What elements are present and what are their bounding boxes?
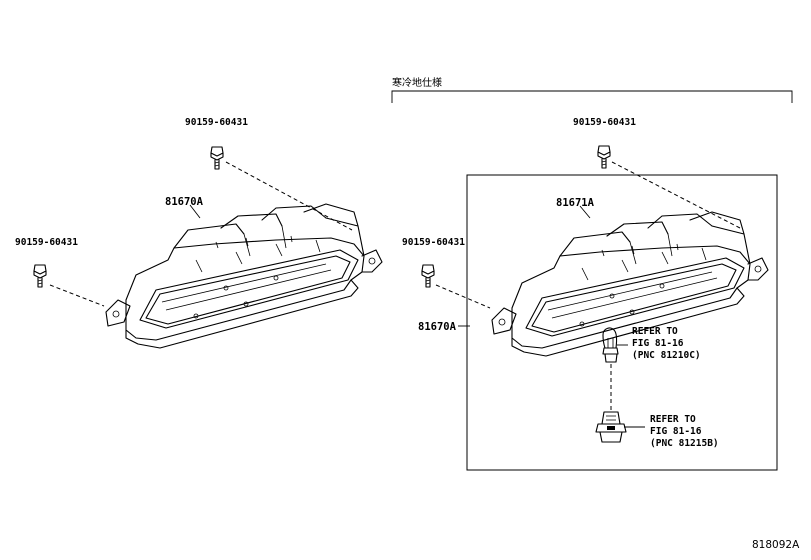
right-high-mount-stop-lamp: [491, 211, 769, 357]
right-detail-box: [466, 174, 778, 471]
socket-reference-line2: FIG 81-16: [650, 426, 702, 437]
socket-icon: [595, 411, 645, 443]
socket-reference-line1: REFER TO: [650, 414, 696, 425]
right-housing-label: 81670A: [418, 321, 457, 333]
left-upper-bolt-guide: [225, 161, 353, 231]
right-lower-bolt-guide: [435, 284, 491, 309]
left-lamp-assembly: 90159-60431 90159-60431 81670A: [15, 117, 383, 349]
right-lamp-leader: [579, 205, 591, 219]
right-lamp-label: 81671A: [556, 197, 595, 209]
left-upper-bolt-icon: [210, 146, 224, 170]
figure-number: 818092A: [752, 539, 800, 551]
right-lower-bolt-icon: [421, 264, 435, 288]
left-lamp-leader: [189, 204, 201, 219]
bulb-icon: [602, 327, 628, 363]
left-upper-bolt-label: 90159-60431: [185, 117, 248, 128]
cold-area-spec-title: 寒冷地仕様: [392, 76, 442, 89]
right-upper-bolt-icon: [597, 145, 611, 169]
left-lower-bolt-guide: [49, 284, 105, 307]
left-high-mount-stop-lamp: [105, 203, 383, 349]
right-lower-bolt-label: 90159-60431: [402, 237, 465, 248]
right-upper-bolt-label: 90159-60431: [573, 117, 636, 128]
socket-reference-line3: (PNC 81215B): [650, 438, 719, 449]
right-lamp-assembly: 90159-60431 90159-60431 81671A 81670A RE…: [402, 117, 778, 471]
left-lamp-label: 81670A: [165, 196, 204, 208]
bulb-reference-line1: REFER TO: [632, 326, 678, 337]
left-lower-bolt-icon: [33, 264, 47, 288]
bulb-reference-line3: (PNC 81210C): [632, 350, 701, 361]
bulb-reference-line2: FIG 81-16: [632, 338, 684, 349]
cold-area-spec-bracket: 寒冷地仕様: [391, 76, 793, 103]
left-lower-bolt-label: 90159-60431: [15, 237, 78, 248]
right-upper-bolt-guide: [611, 161, 741, 229]
